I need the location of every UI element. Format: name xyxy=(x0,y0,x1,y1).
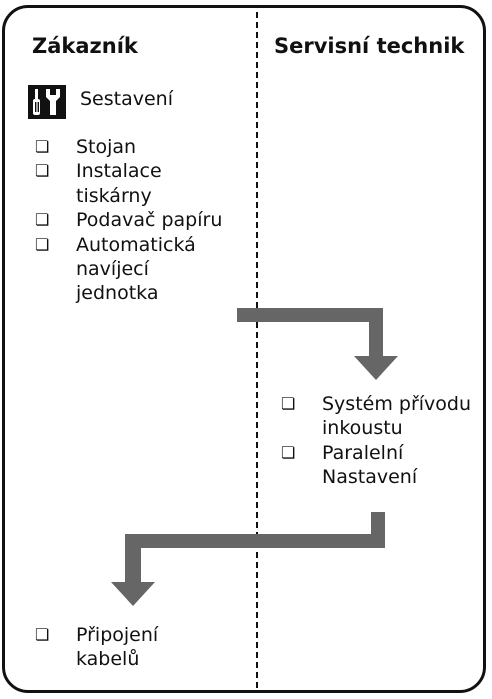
checklist-item-text: Instalace xyxy=(76,160,162,183)
customer-column-title: Zákazník xyxy=(32,34,138,58)
checkbox-icon: ❏ xyxy=(35,625,50,644)
assembly-label: Sestavení xyxy=(80,88,173,110)
checklist-item-text: kabelů xyxy=(76,648,140,671)
checkbox-icon: ❏ xyxy=(35,161,50,181)
checklist-item-text: Systém přívodu xyxy=(322,393,472,415)
column-divider xyxy=(256,12,258,688)
checklist-item-text: Paralelní xyxy=(322,441,404,464)
checklist-item-text: Automatická xyxy=(76,233,196,256)
checklist-item-text: navíjecí xyxy=(76,257,149,280)
diagram-frame xyxy=(2,5,486,693)
checkbox-icon: ❏ xyxy=(281,442,296,462)
checkbox-icon: ❏ xyxy=(35,234,50,254)
checklist-item-text: jednotka xyxy=(76,282,159,305)
checklist-item-text: Stojan xyxy=(76,136,137,158)
checklist-item-text: Nastavení xyxy=(322,466,418,489)
checklist-item-text: tiskárny xyxy=(76,184,152,207)
flow-arrow-to-customer xyxy=(111,512,385,606)
checklist-item-text: Připojení xyxy=(76,624,159,646)
checkbox-icon: ❏ xyxy=(35,137,50,156)
checkbox-icon: ❏ xyxy=(35,210,50,230)
technician-column-title: Servisní technik xyxy=(274,34,465,58)
tools-icon xyxy=(28,85,66,119)
flow-arrow-to-technician xyxy=(237,308,398,380)
checklist-item-text: Podavač papíru xyxy=(76,209,223,232)
checklist-item-text: inkoustu xyxy=(322,417,403,440)
checkbox-icon: ❏ xyxy=(281,394,296,413)
